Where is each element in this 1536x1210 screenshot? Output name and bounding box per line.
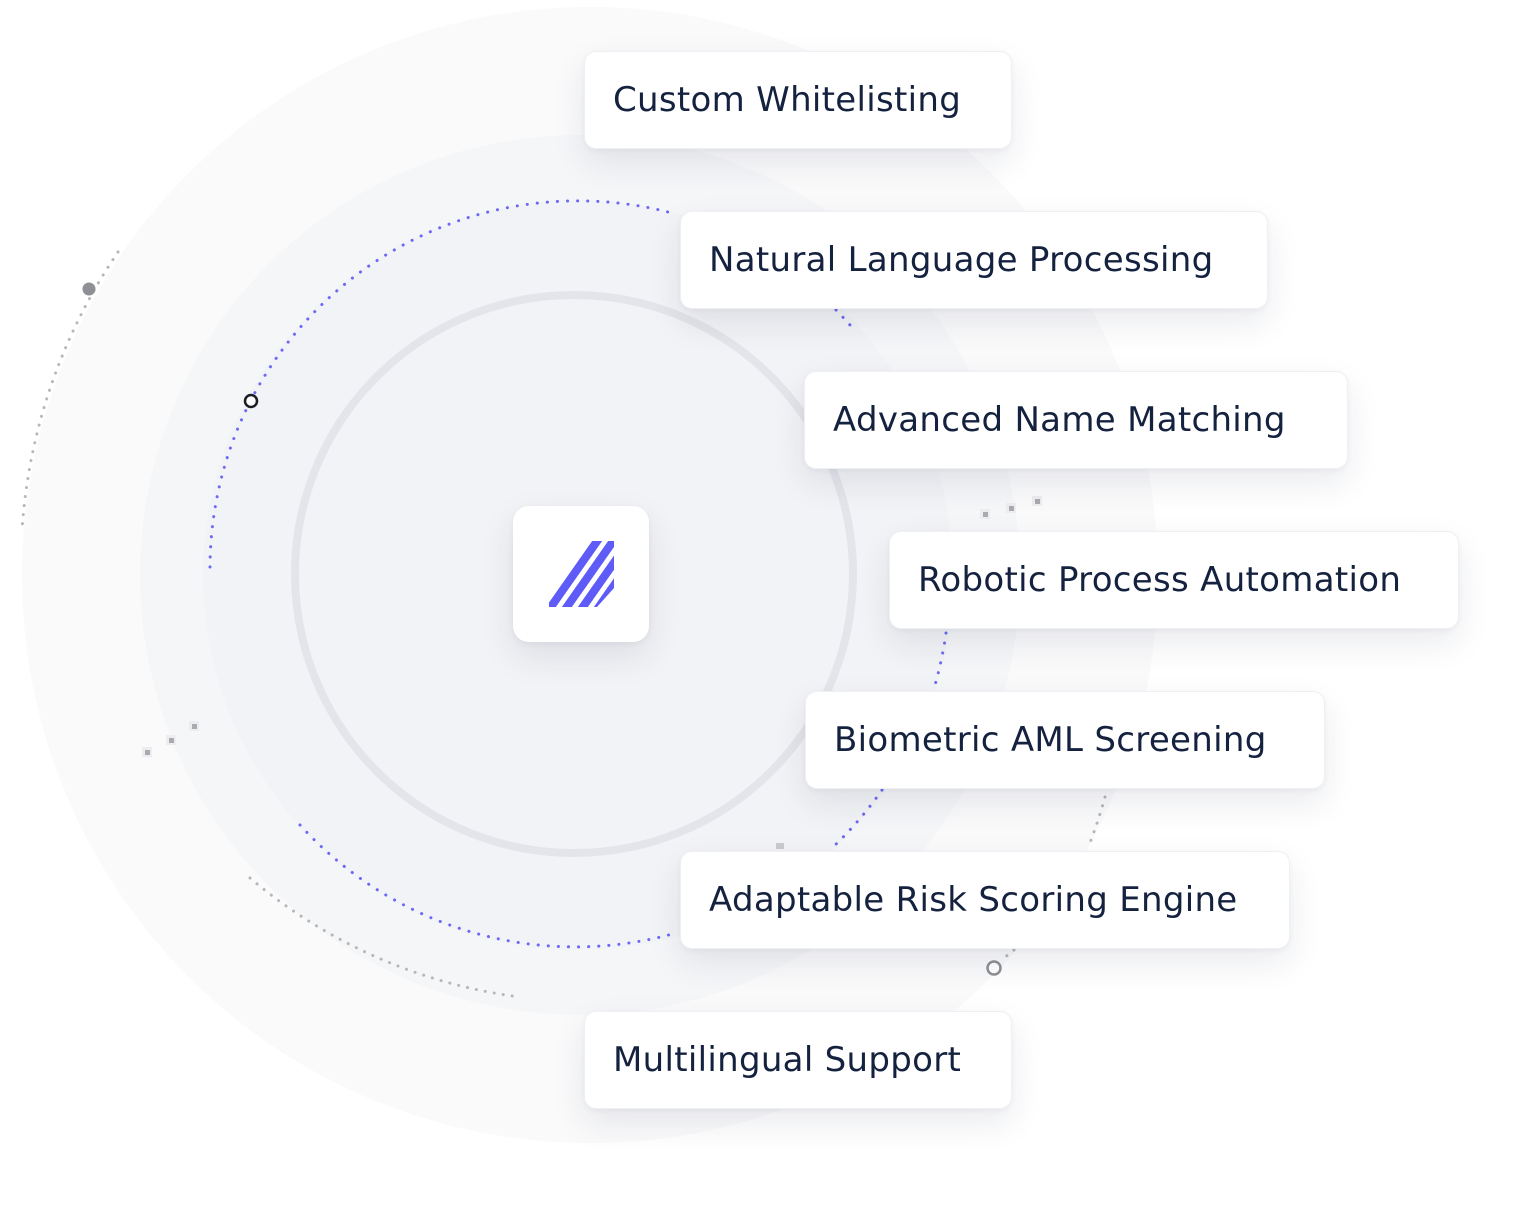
feature-card-robotic-process-automation: Robotic Process Automation bbox=[889, 531, 1459, 629]
hollow-orbit-node-dark bbox=[243, 393, 259, 409]
striped-check-logo-icon bbox=[549, 541, 614, 607]
feature-label: Adaptable Risk Scoring Engine bbox=[709, 880, 1238, 920]
feature-card-multilingual-support: Multilingual Support bbox=[584, 1011, 1012, 1109]
blue-dotted-orbit-right-2 bbox=[933, 631, 948, 687]
feature-label: Robotic Process Automation bbox=[918, 560, 1402, 600]
gray-orbit-node bbox=[82, 282, 96, 296]
solid-ring bbox=[291, 291, 857, 857]
center-logo-card bbox=[513, 506, 649, 642]
blue-dotted-orbit-right-1 bbox=[834, 308, 852, 327]
feature-card-adaptable-risk-scoring-engine: Adaptable Risk Scoring Engine bbox=[680, 851, 1290, 949]
ellipsis-squares-right bbox=[980, 496, 1042, 519]
feature-label: Advanced Name Matching bbox=[833, 400, 1286, 440]
gray-dotted-orbit-bottom-left bbox=[248, 876, 522, 999]
gray-dotted-orbit-right bbox=[1086, 795, 1107, 850]
feature-card-custom-whitelisting: Custom Whitelisting bbox=[584, 51, 1012, 149]
feature-card-advanced-name-matching: Advanced Name Matching bbox=[804, 371, 1348, 469]
feature-label: Natural Language Processing bbox=[709, 240, 1214, 280]
ellipsis-squares-left bbox=[142, 721, 199, 757]
blue-dotted-orbit-lower bbox=[298, 823, 678, 949]
feature-card-biometric-aml-screening: Biometric AML Screening bbox=[805, 691, 1325, 789]
blue-dotted-orbit-upper bbox=[208, 199, 670, 569]
feature-label: Multilingual Support bbox=[613, 1040, 962, 1080]
gray-dotted-orbit-bottom-right bbox=[1002, 948, 1016, 960]
small-square-node bbox=[776, 843, 784, 849]
gray-dotted-orbit-left bbox=[20, 250, 120, 532]
hollow-orbit-node-gray bbox=[986, 960, 1002, 976]
feature-label: Custom Whitelisting bbox=[613, 80, 962, 120]
feature-label: Biometric AML Screening bbox=[834, 720, 1267, 760]
feature-card-natural-language-processing: Natural Language Processing bbox=[680, 211, 1268, 309]
